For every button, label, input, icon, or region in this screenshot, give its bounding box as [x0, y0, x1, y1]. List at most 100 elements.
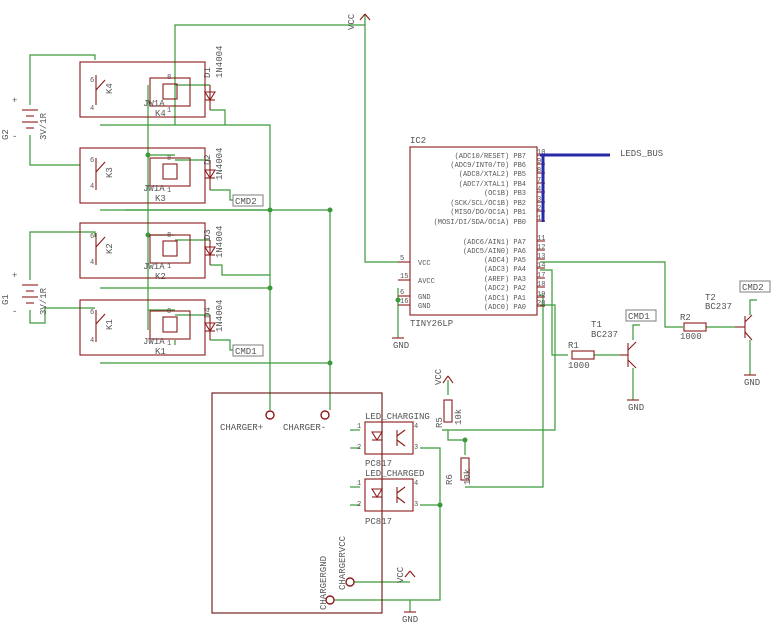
svg-text:1: 1	[357, 480, 361, 488]
svg-text:+: +	[12, 271, 17, 281]
t1-value: BC237	[591, 330, 618, 340]
chargervcc-label: CHARGERVCC	[338, 535, 348, 590]
ic2-right-pin-number: 13	[537, 253, 545, 261]
svg-text:8: 8	[167, 232, 171, 240]
opto-led-charging: 1 2 4 3 LED_CHARGING PC817	[357, 412, 430, 469]
battery-g1-ref: G1	[1, 294, 11, 305]
battery-g1: + - G1 3V/1R	[1, 271, 49, 317]
t2-ref: T2	[705, 293, 716, 303]
relay-k2: 6 4 K2 8 1 JW1A K2	[79, 222, 206, 282]
resistor-r1: R1 1000	[568, 341, 595, 371]
svg-text:1: 1	[167, 187, 171, 195]
svg-text:1: 1	[167, 263, 171, 271]
resistor-r6: R6 10k	[445, 457, 473, 485]
ic2-right-pin-number: 12	[537, 244, 545, 252]
svg-text:6: 6	[90, 77, 94, 85]
ic2-left-pin-name: AVCC	[418, 278, 435, 286]
ic2-right-pin-name: (ADC8/XTAL2) PB5	[459, 171, 526, 179]
ic2-right-pin-number: 19	[537, 291, 545, 299]
ic2-right-pin-name: (ADC4) PA5	[484, 257, 526, 265]
relay-k4-ref: K4	[105, 83, 115, 94]
vcc-charger-label: VCC	[396, 566, 406, 583]
ic2-left-pin-name: VCC	[418, 260, 431, 268]
resistor-r5: R5 10k	[435, 399, 464, 428]
svg-text:8: 8	[167, 155, 171, 163]
ic2-right-pin-name: (MOSI/DI/SDA/OC1A) PB0	[434, 219, 526, 227]
svg-text:6: 6	[90, 157, 94, 165]
chargergnd-label: CHARGERGND	[319, 556, 329, 610]
ic2-left-pin-number: 15	[400, 273, 408, 281]
svg-text:4: 4	[90, 105, 94, 113]
junctions	[145, 152, 468, 508]
svg-text:4: 4	[414, 423, 418, 431]
relay-k3-ref2: K3	[155, 194, 166, 204]
r2-value: 1000	[680, 332, 702, 342]
ic2-part: TINY26LP	[410, 319, 453, 329]
r5-ref: R5	[435, 417, 445, 428]
diode-d4-ref: D4	[203, 307, 213, 318]
cmd2-label-t2: CMD2	[742, 283, 764, 293]
ic2-right-pin-name: (ADC1) PA1	[484, 295, 526, 303]
gnd-t1-label: GND	[628, 403, 644, 413]
svg-text:4: 4	[414, 480, 418, 488]
ic2-right-pin-name: (AREF) PA3	[484, 276, 526, 284]
diode-d3-ref: D3	[203, 229, 213, 240]
battery-g2: + - G2 3V/1R	[1, 96, 49, 142]
ic2-left-pin-name: GND	[418, 294, 431, 302]
led-charged-label: LED_CHARGED	[365, 469, 424, 479]
relay-k3-ref: K3	[105, 167, 115, 178]
r6-value: 10k	[463, 469, 473, 485]
svg-text:3: 3	[414, 444, 418, 452]
vcc-charger: VCC	[396, 566, 416, 583]
relay-k3: 6 4 K3 8 1 JW1A K3	[79, 147, 206, 204]
t2-value: BC237	[705, 302, 732, 312]
svg-text:4: 4	[90, 337, 94, 345]
cmd-labels-relays: CMD2 CMD1	[232, 194, 264, 357]
ic2-ref: IC2	[410, 136, 426, 146]
ic2-right-pin-number: 4	[537, 186, 541, 194]
diode-d2-ref: D2	[203, 154, 213, 165]
relay-k2-ref2: K2	[155, 272, 166, 282]
cmd2-label-relay: CMD2	[235, 197, 257, 207]
ic2-right-pin-number: 10	[537, 149, 545, 157]
ic2-right-pin-number: 7	[537, 177, 541, 185]
svg-text:1: 1	[167, 340, 171, 348]
ic2-right-pin-number: 1	[537, 215, 541, 223]
relay-k1-type: JW1A	[143, 337, 165, 347]
svg-text:8: 8	[167, 308, 171, 316]
opto-led-charged: 1 2 4 3 LED_CHARGED PC817	[357, 469, 424, 527]
relay-k1-ref2: K1	[155, 347, 166, 357]
ic2-right-pin-number: 20	[537, 300, 545, 308]
ic2-right-pin-name: (ADC0) PA0	[484, 304, 526, 312]
ic2-right-pin-name: (ADC6/AIN1) PA7	[463, 239, 526, 247]
ic2-right-pin-name: (SCK/SCL/OC1B) PB2	[450, 200, 526, 208]
leds-bus-label: LEDS_BUS	[620, 149, 663, 159]
ic2-left-pin-name: GND	[418, 303, 431, 311]
svg-text:-: -	[12, 132, 17, 142]
svg-text:-: -	[12, 307, 17, 317]
r1-value: 1000	[568, 361, 590, 371]
ic2-right-pin-name: (ADC2) PA2	[484, 285, 526, 293]
ic2-right-pin-number: 18	[537, 281, 545, 289]
svg-text:2: 2	[357, 444, 361, 452]
svg-text:1: 1	[357, 423, 361, 431]
charger-minus-label: CHARGER-	[283, 423, 326, 433]
relay-k1-ref: K1	[105, 319, 115, 330]
ic2-right-pin-number: 9	[537, 158, 541, 166]
wires	[29, 15, 757, 612]
diode-d3: D3 1N4004	[203, 226, 225, 265]
diode-d4-value: 1N4004	[215, 300, 225, 332]
relay-k4-type: JW1A	[143, 99, 165, 109]
opto1-part: PC817	[365, 459, 392, 469]
diode-d3-value: 1N4004	[215, 226, 225, 258]
relay-k3-type: JW1A	[143, 184, 165, 194]
ic2-right-pin-number: 14	[537, 262, 545, 270]
ic2-left-pin-number: 5	[400, 255, 404, 263]
charger-board: CHARGER+ CHARGER- CHARGERGND CHARGERVCC	[211, 392, 383, 614]
transistor-t1: T1 BC237 CMD1 GND	[591, 309, 657, 413]
gnd-charger-label: GND	[402, 615, 418, 625]
ic2-left-pin-number: 16	[400, 298, 408, 306]
ic2-right-pin-number: 8	[537, 167, 541, 175]
